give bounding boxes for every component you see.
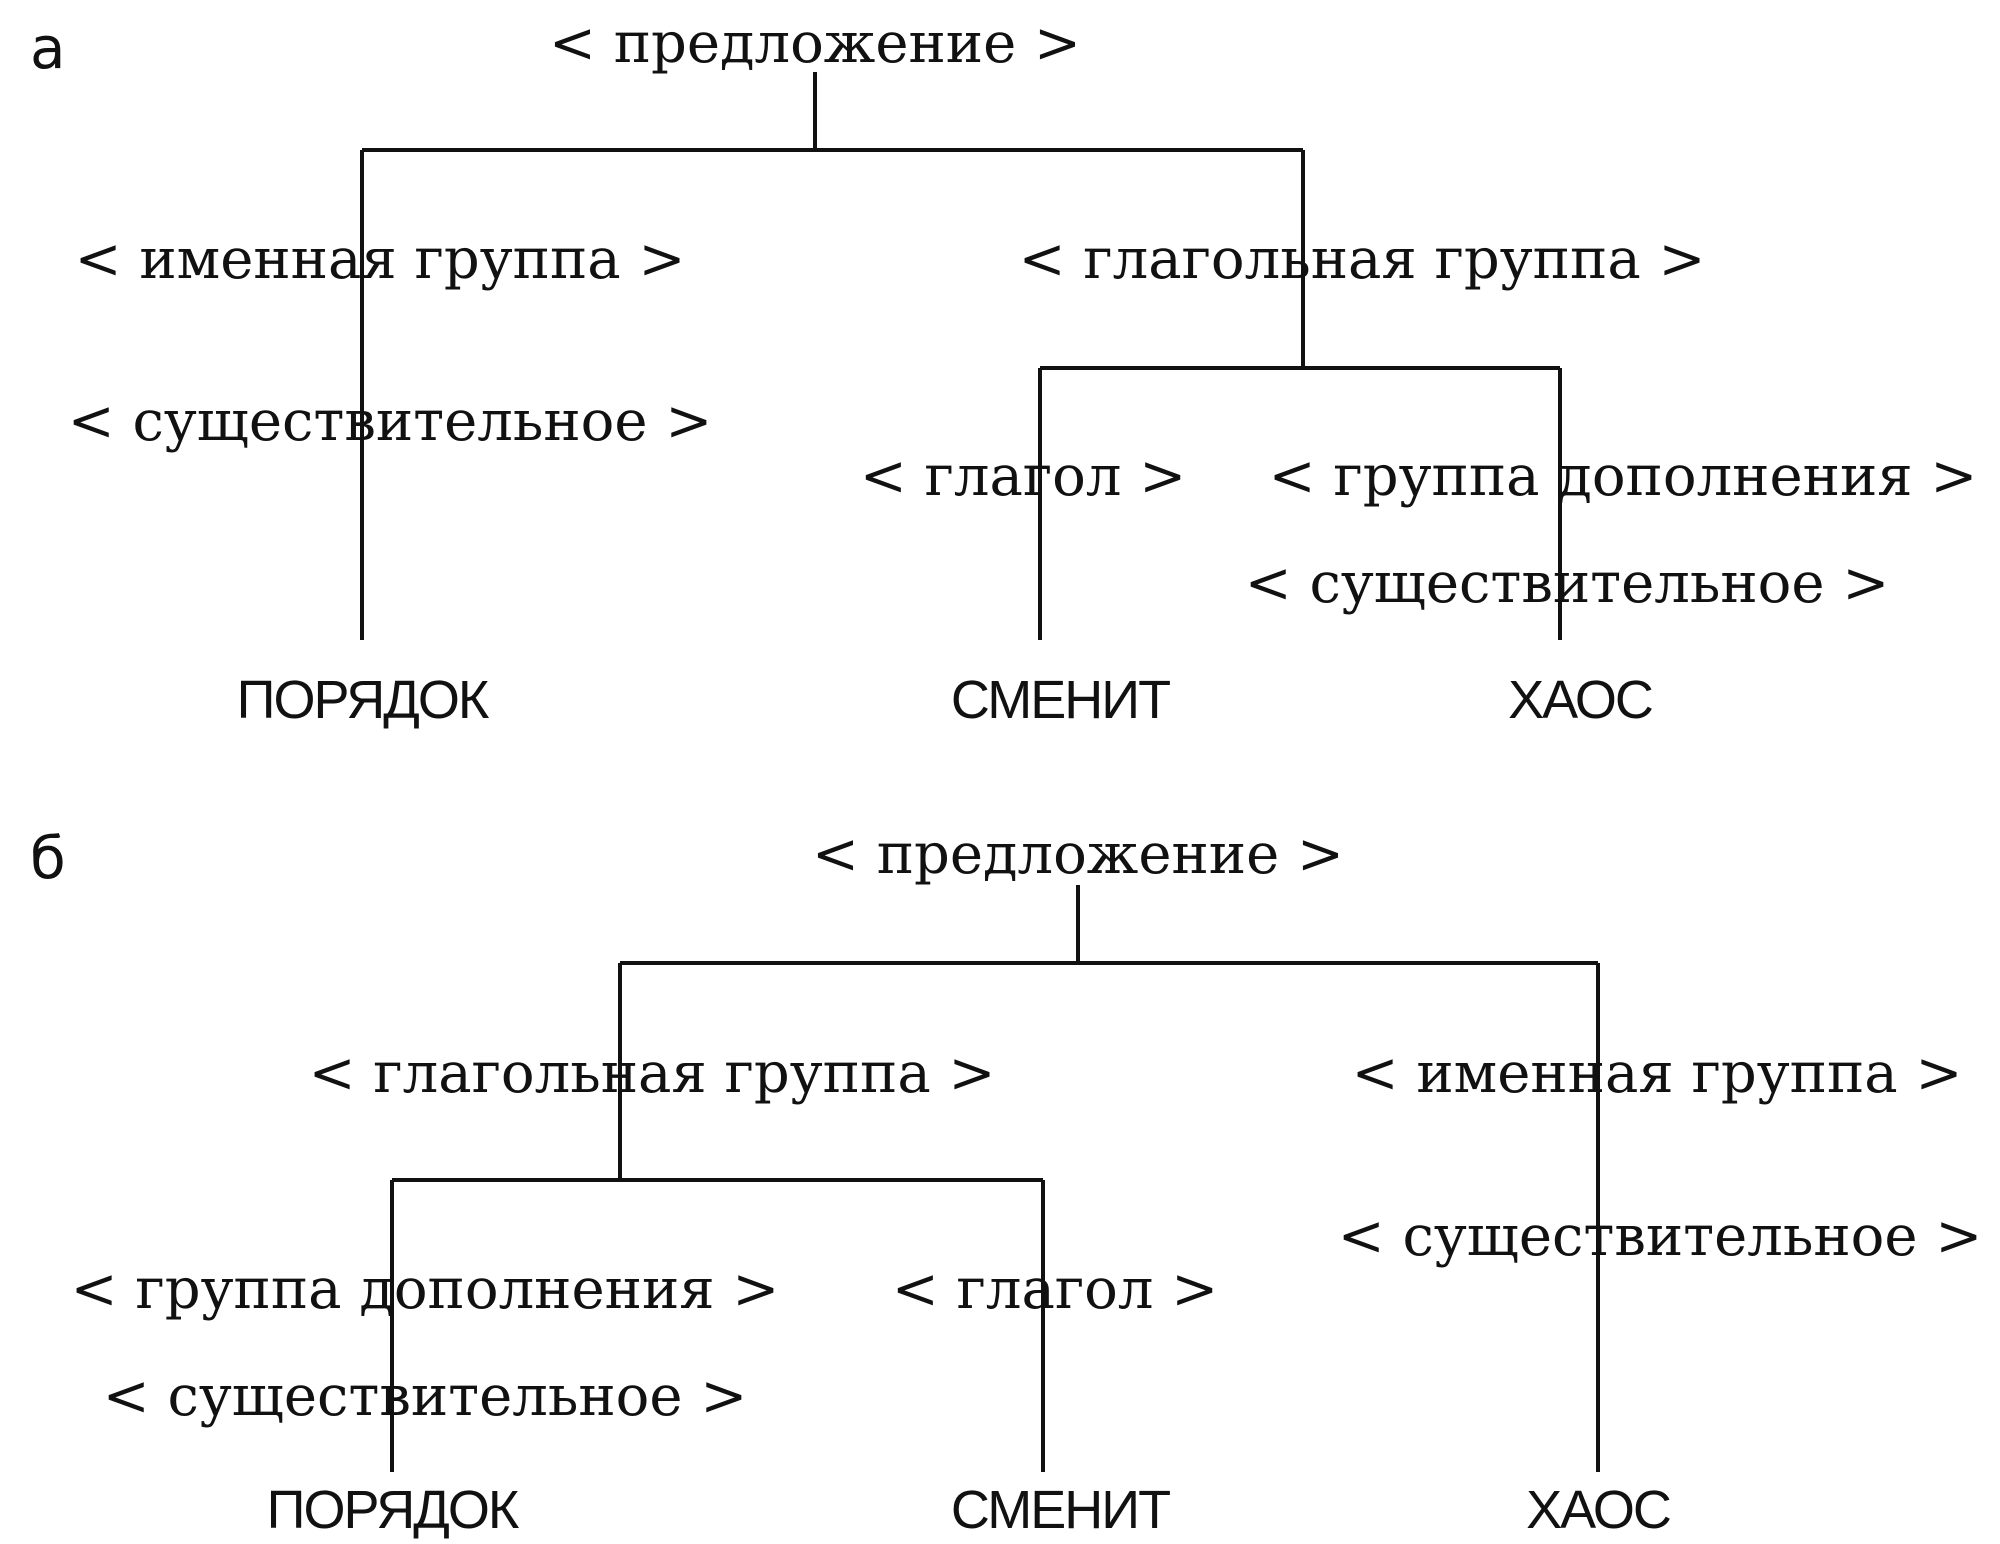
panel-label: а	[30, 14, 66, 82]
node-verb-group: < глагольная группа >	[1019, 227, 1706, 292]
word-poryadok: ПОРЯДОК	[267, 1480, 520, 1540]
word-smenit: СМЕНИТ	[951, 1480, 1170, 1540]
tree-edges	[360, 72, 1562, 640]
node-noun: < существительное >	[1338, 1204, 1983, 1269]
node-object-group: < группа дополнения >	[1269, 444, 1978, 509]
word-khaos: ХАОС	[1526, 1480, 1670, 1540]
word-khaos: ХАОС	[1508, 670, 1652, 730]
node-noun: < существительное >	[68, 389, 713, 454]
node-object-group: < группа дополнения >	[71, 1257, 780, 1322]
word-smenit: СМЕНИТ	[951, 670, 1170, 730]
node-noun-group: < именная группа >	[1352, 1041, 1963, 1106]
node-sentence: < предложение >	[812, 822, 1344, 887]
node-noun: < существительное >	[103, 1364, 748, 1429]
tree-edges	[390, 885, 1600, 1472]
node-verb: < глагол >	[892, 1257, 1218, 1322]
panel-b: б < предложение > < глагольная группа > …	[30, 822, 1982, 1540]
panel-label: б	[30, 824, 66, 892]
node-noun-group: < именная группа >	[75, 227, 686, 292]
node-verb: < глагол >	[860, 444, 1186, 509]
node-noun: < существительное >	[1245, 551, 1890, 616]
node-verb-group: < глагольная группа >	[309, 1041, 996, 1106]
panel-a: а < предложение > < именная группа > < г…	[30, 11, 1977, 730]
word-poryadok: ПОРЯДОК	[237, 670, 490, 730]
node-sentence: < предложение >	[549, 11, 1081, 76]
